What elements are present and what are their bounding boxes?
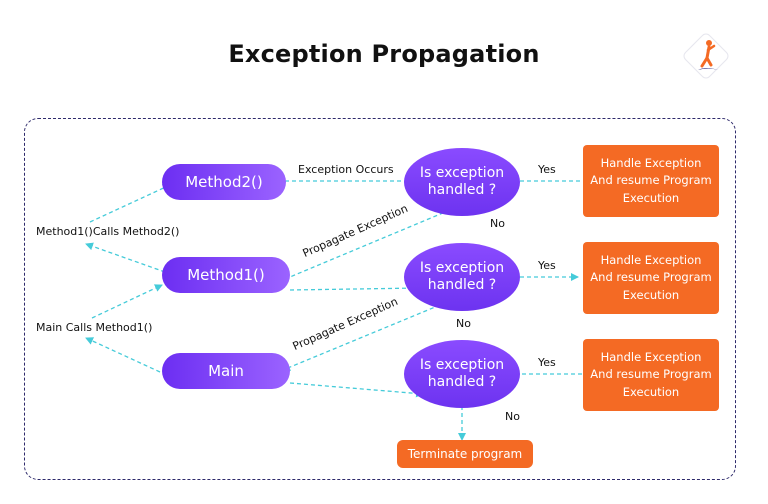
method1-calls-method2-label: Method1()Calls Method2() [36, 225, 180, 238]
propagate-arrow [277, 209, 451, 283]
no-label: No [456, 317, 471, 330]
person-jumping-logo-icon [683, 33, 729, 79]
diagram-frame [24, 118, 736, 480]
propagate-arrow [282, 304, 441, 372]
method2-node: Method2() [162, 164, 286, 200]
main-calls-method1-label: Main Calls Method1() [36, 321, 153, 334]
method-to-decision-arrow [289, 382, 424, 398]
call-arrow [89, 184, 171, 223]
call-arrow [91, 284, 163, 319]
page-title: Exception Propagation [228, 40, 540, 68]
call-arrow [85, 242, 166, 273]
decision-node-2: Is exception handled ? [404, 243, 520, 311]
no-label: No [505, 410, 520, 423]
exception-occurs-label: Exception Occurs [298, 163, 394, 176]
handle-exception-box-3: Handle Exception And resume Program Exec… [583, 339, 719, 411]
decision-node-1: Is exception handled ? [404, 148, 520, 216]
yes-label: Yes [538, 163, 556, 176]
method1-node: Method1() [162, 257, 290, 293]
main-node: Main [162, 353, 290, 389]
handle-exception-box-2: Handle Exception And resume Program Exec… [583, 242, 719, 314]
handle-exception-box-1: Handle Exception And resume Program Exec… [583, 145, 719, 217]
yes-label: Yes [538, 259, 556, 272]
call-arrow [85, 337, 161, 373]
yes-label: Yes [538, 356, 556, 369]
decision-node-3: Is exception handled ? [404, 340, 520, 408]
terminate-program-box: Terminate program [397, 440, 533, 468]
no-label: No [490, 217, 505, 230]
method-to-decision-arrow [289, 284, 421, 293]
